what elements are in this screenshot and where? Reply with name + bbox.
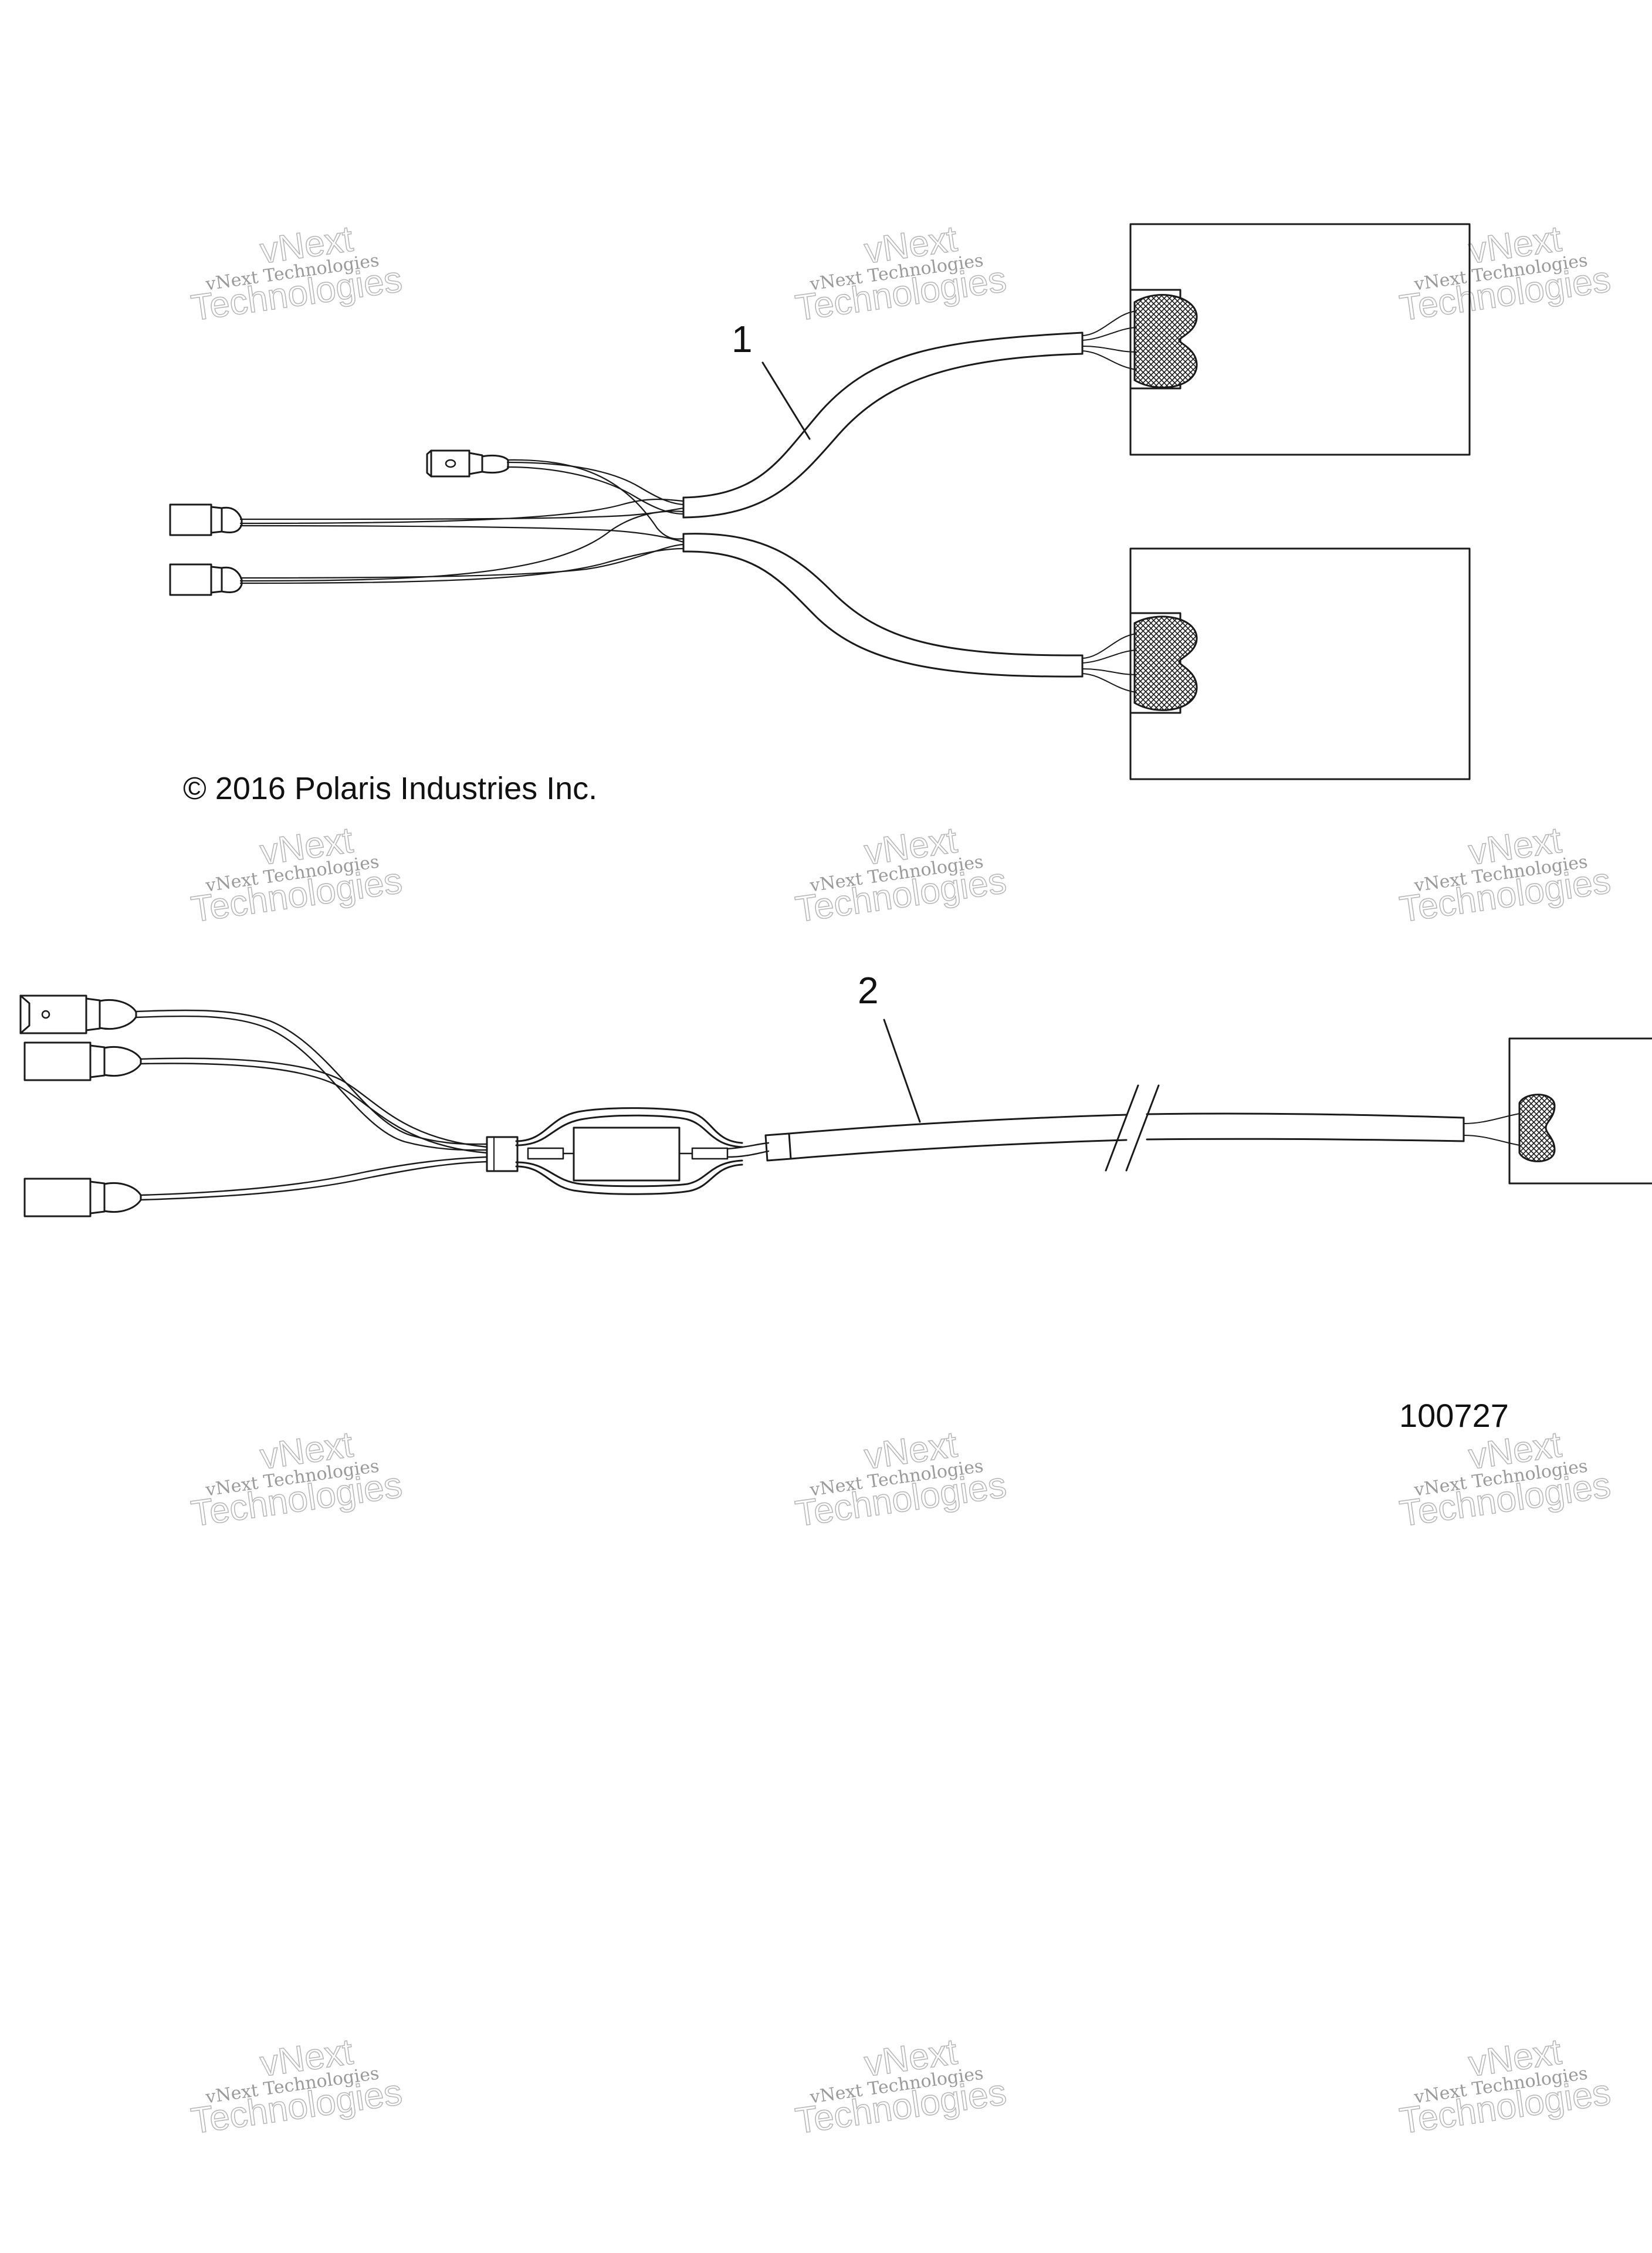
long-sheathed-cable xyxy=(788,1084,1520,1172)
part-1-wire-bundle xyxy=(239,459,685,584)
spade-terminal-2-middle xyxy=(23,1041,142,1081)
pad-connector-small xyxy=(1518,1094,1556,1162)
part-1-heated-pad-harness: 1 xyxy=(169,223,1471,780)
upper-sheathed-lead xyxy=(682,310,1137,519)
callout-1: 1 xyxy=(732,318,811,440)
break-mark xyxy=(1125,1084,1160,1172)
watermark: Technologies vNext vNext Technologies xyxy=(793,820,1010,931)
break-mark xyxy=(1105,1084,1139,1172)
inline-control-module xyxy=(515,1107,743,1195)
watermark: Technologies vNext vNext Technologies xyxy=(188,2031,405,2142)
lower-sheathed-lead xyxy=(682,533,1137,693)
part-2-wire-bundle xyxy=(135,1009,488,1201)
module-output-wire xyxy=(726,1142,770,1150)
spade-terminal-bottom xyxy=(169,563,243,596)
heating-pad-small xyxy=(1508,1037,1652,1185)
figure-number: 100727 xyxy=(1399,1397,1509,1434)
watermark: Technologies vNext vNext Technologies xyxy=(188,1424,405,1535)
module-output-wire xyxy=(726,1150,770,1158)
watermark: Technologies vNext vNext Technologies xyxy=(1397,820,1614,931)
part-2-harness-with-module: 2 xyxy=(19,969,1652,1217)
small-terminal xyxy=(426,449,509,478)
callout-2: 2 xyxy=(858,969,921,1123)
watermark: Technologies vNext vNext Technologies xyxy=(1397,1424,1614,1535)
pad-connector-lower xyxy=(1133,615,1198,711)
flag-terminal-top xyxy=(19,994,137,1034)
watermark: Technologies vNext vNext Technologies xyxy=(1397,218,1614,329)
watermark: Technologies vNext vNext Technologies xyxy=(793,1424,1010,1535)
watermark: Technologies vNext vNext Technologies xyxy=(188,218,405,329)
watermark: Technologies vNext vNext Technologies xyxy=(793,218,1010,329)
callout-1-label: 1 xyxy=(732,318,753,360)
copyright-notice: © 2016 Polaris Industries Inc. xyxy=(183,771,597,806)
spade-terminal-2-bottom xyxy=(23,1178,142,1217)
shrink-collar-left xyxy=(486,1136,519,1172)
watermark: Technologies vNext vNext Technologies xyxy=(793,2031,1010,2142)
callout-2-label: 2 xyxy=(858,969,879,1012)
pad-connector-upper xyxy=(1133,294,1198,388)
heating-pad-lower xyxy=(1129,547,1471,780)
spade-terminal-middle xyxy=(169,503,243,536)
shrink-collar-right xyxy=(764,1132,792,1162)
watermark: Technologies vNext vNext Technologies xyxy=(188,820,405,931)
heating-pad-upper xyxy=(1129,223,1471,456)
watermark: Technologies vNext vNext Technologies xyxy=(1397,2031,1614,2142)
watermark-layer: Technologies vNext vNext Technologies Te… xyxy=(188,218,1614,2142)
